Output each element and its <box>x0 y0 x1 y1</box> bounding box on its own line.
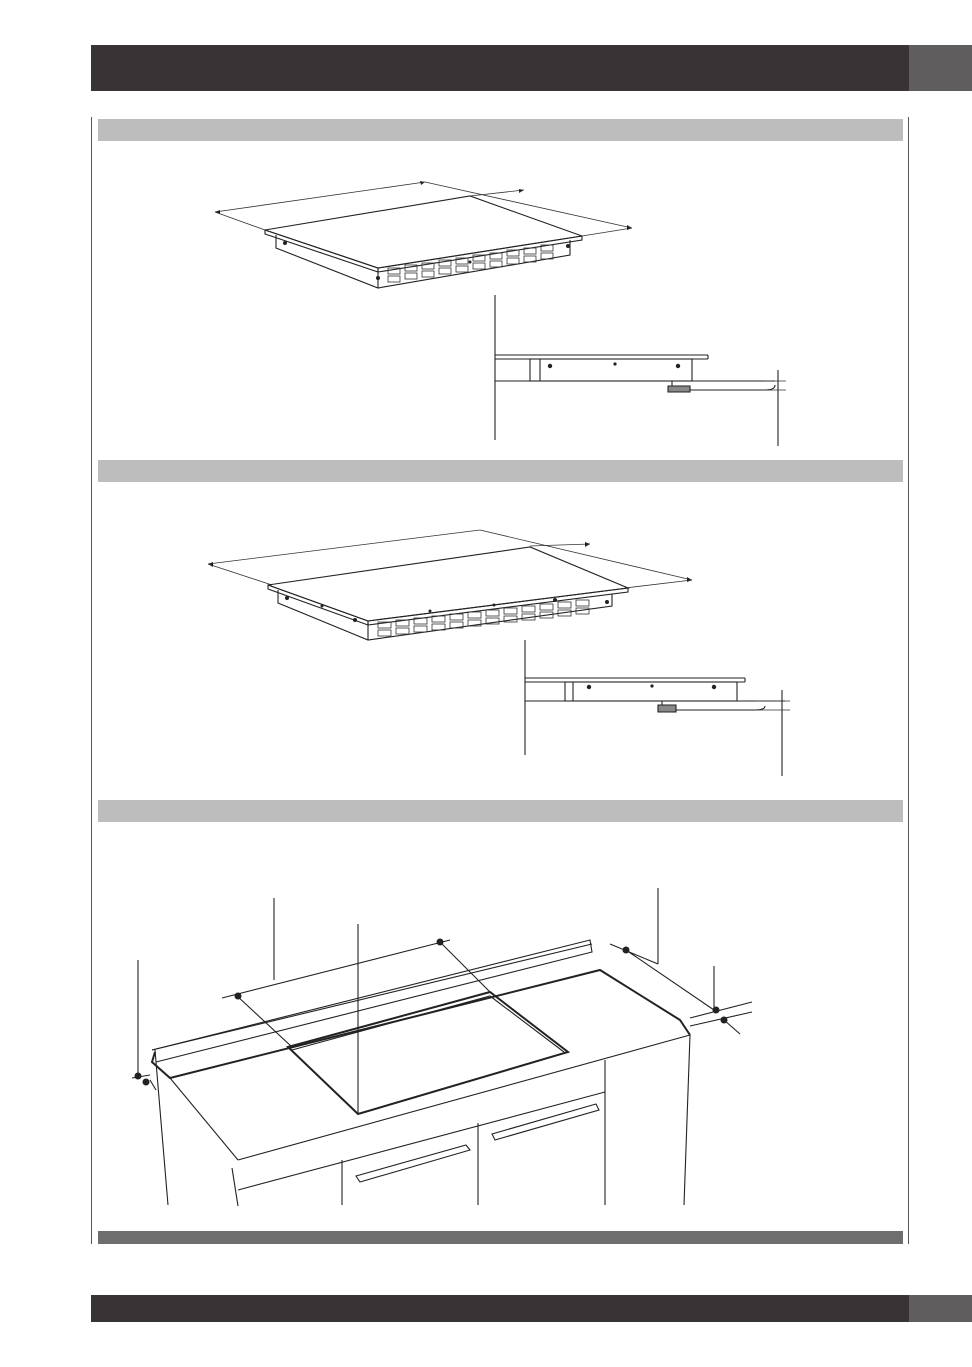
hob-small-side-profile <box>494 295 786 446</box>
section-1-bar <box>98 119 903 141</box>
section-3-bar <box>98 800 903 822</box>
countertop-cutout-diagram <box>131 888 753 1207</box>
header-bar <box>91 45 909 91</box>
content-frame <box>91 117 909 1244</box>
hob-large-perspective <box>207 529 693 641</box>
footer-page-tab <box>909 1295 972 1322</box>
header-page-tab <box>909 45 972 91</box>
footer-bar <box>91 1295 909 1322</box>
hob-large-side-profile <box>524 640 790 776</box>
hob-small-perspective <box>214 181 633 289</box>
section-end-bar <box>98 1231 903 1244</box>
section-2-bar <box>98 460 903 482</box>
